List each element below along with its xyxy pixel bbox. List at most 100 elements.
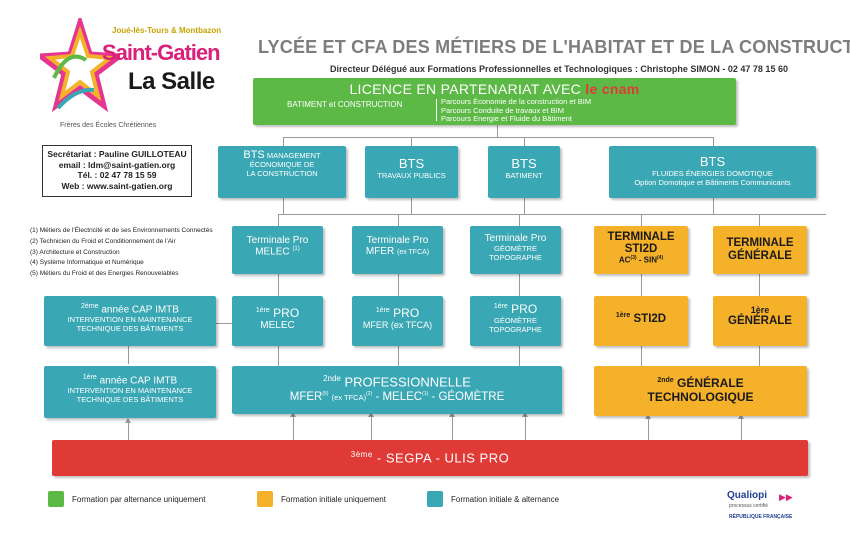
bts-label: BTS [511,156,537,171]
republique-label: RÉPUBLIQUE FRANÇAISE [729,514,793,520]
bts-line: TRAVAUX PUBLICS [377,171,446,180]
premiere-label: GÉNÉRALE [728,315,792,327]
terminale-spec: MELEC [255,246,290,258]
cap-1ere-annee: 1ère année CAP IMTB INTERVENTION EN MAIN… [44,366,216,418]
cap-2eme-annee: 2ème année CAP IMTB INTERVENTION EN MAIN… [44,296,216,346]
premiere-generale: 1ère GÉNÉRALE [713,296,807,346]
premiere-spec: GÉOMÈTRE [494,316,537,325]
bts-batiment: BTS BATIMENT [488,146,560,198]
school-logo: Joué-lès-Tours & Montbazon Saint-Gatien … [40,18,230,129]
premiere-label: PRO [393,306,420,320]
licence-domain: BATIMENT et CONSTRUCTION [287,100,403,109]
legend-swatch-mixte [427,491,443,507]
footnote-5: (5) Métiers du Froid et des Energies Ren… [30,270,179,278]
qualiopi-sub: processus certifié [729,503,768,509]
legend-label-alternance: Formation par alternance uniquement [72,495,206,504]
legend-swatch-alternance [48,491,64,507]
premiere-label: PRO [511,302,538,316]
contact-phone: Tél. : 02 47 78 15 59 [77,170,157,180]
licence-track-1: Parcours Économie de la construction et … [441,97,592,106]
seconde-generale-technologique: 2nde GÉNÉRALE TECHNOLOGIQUE [594,366,807,416]
bts-line: ÉCONOMIQUE DE [249,160,315,169]
premiere-pro-melec: 1ère PRO MELEC [232,296,323,346]
terminale-spec-note: (ex TFCA) [396,249,430,256]
premiere-label: PRO [273,306,300,320]
option-sin: - SIN [636,255,657,265]
qualiopi-name: Qualiopi [727,490,767,501]
year-label: 2nde [657,377,674,384]
terminale-pro-geometre: Terminale Pro GÉOMÈTRE TOPOGRAPHE [470,226,561,274]
seconde-label: PROFESSIONNELLE [344,374,471,390]
premiere-pro-geometre: 1ère PRO GÉOMÈTRE TOPOGRAPHE [470,296,561,346]
year-label: 1ère [82,374,97,381]
bts-line: BATIMENT [505,171,543,180]
logo-name-1: Saint-Gatien [102,40,221,65]
terminale-pro-mfer: Terminale Pro MFER (ex TFCA) [352,226,443,274]
cap-line: INTERVENTION EN MAINTENANCE [67,386,193,396]
terminale-spec: GÉOMÈTRE [494,244,537,253]
year-label: 1ère [615,312,631,319]
terminale-spec: TOPOGRAPHE [489,253,542,262]
premiere-spec: MELEC [260,320,295,331]
terminale-label: Terminale Pro [246,235,309,246]
terminale-label: TERMINALE [726,237,794,249]
spec-geometre: - GÉOMÈTRE [431,391,505,404]
spec-mfer: MFER [289,391,323,404]
footnote-ref: (3) [630,255,637,261]
footnote-ref: (5) [322,391,329,398]
footnote-ref: (1) [422,391,429,398]
bts-travaux-publics: BTS TRAVAUX PUBLICS [365,146,458,198]
bts-line: Option Domotique et Bâtiments Communican… [634,178,791,187]
terminale-sti2d: TERMINALE STI2D AC(3) - SIN(4) [594,226,688,274]
cap-line: INTERVENTION EN MAINTENANCE [67,315,193,325]
premiere-spec: TOPOGRAPHE [489,325,542,334]
licence-box: LICENCE EN PARTENARIAT AVEC le cnam BATI… [253,78,736,125]
terminale-spec: MFER [365,246,395,257]
footnote-ref: (4) [657,255,664,261]
licence-track-2: Parcours Conduite de travaux et BIM [441,105,564,115]
page-title: LYCÉE ET CFA DES MÉTIERS DE L'HABITAT ET… [258,37,850,57]
page-subtitle: Directeur Délégué aux Formations Profess… [330,64,788,74]
year-label: 1ère [750,305,770,315]
bts-management: BTS MANAGEMENT ÉCONOMIQUE DE LA CONSTRUC… [218,146,346,198]
year-label: 2nde [323,374,341,383]
legend-label-initiale: Formation initiale uniquement [281,495,386,504]
contact-web[interactable]: Web : www.saint-gatien.org [61,180,173,191]
contact-box: Secrétariat : Pauline GUILLOTEAU email :… [42,145,192,197]
premiere-spec: MFER (ex TFCA) [362,320,433,330]
base-3eme-segpa-ulis: 3ème - SEGPA - ULIS PRO [52,440,808,476]
contact-secretary: Secrétariat : Pauline GUILLOTEAU [47,149,187,159]
year-label: 1ère [375,307,390,314]
footnote-1: (1) Métiers de l'Électricité et de ses E… [30,227,213,234]
cap-line: TECHNIQUE DES BÂTIMENTS [76,395,184,405]
footnote-ref: (1) [292,246,300,252]
cap-line: TECHNIQUE DES BÂTIMENTS [76,324,184,334]
footnote-ref: (2) [366,391,373,398]
cap-title: année CAP IMTB [101,304,179,316]
legend-swatch-initiale [257,491,273,507]
year-label: 1ère [493,303,508,310]
cap-title: année CAP IMTB [99,375,178,387]
spec-mfer-note: (ex TFCA) [331,393,367,403]
terminale-spec: GÉNÉRALE [728,250,792,262]
premiere-label: STI2D [633,312,667,325]
contact-email[interactable]: email : ldm@saint-gatien.org [58,159,176,170]
footnotes: (1) Métiers de l'Électricité et de ses E… [30,226,213,280]
base-label: - SEGPA - ULIS PRO [376,450,510,466]
terminale-spec: STI2D [624,243,658,255]
bts-label: BTS [398,156,425,171]
footnote-2: (2) Technicien du Froid et Conditionneme… [30,237,176,245]
seconde-label: GÉNÉRALE [677,376,744,390]
star-logo-icon [40,18,120,113]
premiere-sti2d: 1ère STI2D [594,296,688,346]
licence-track-3: Parcours Energie et Fluide du Bâtiment [441,114,572,123]
terminale-label: Terminale Pro [484,233,547,244]
terminale-generale: TERMINALE GÉNÉRALE [713,226,807,274]
terminale-label: TERMINALE [607,231,675,243]
terminale-pro-melec: Terminale Pro MELEC (1) [232,226,323,274]
spec-melec: - MELEC [375,391,423,404]
option-ac: AC [618,255,631,265]
terminale-label: Terminale Pro [366,235,429,246]
legend-label-mixte: Formation initiale & alternance [451,495,560,504]
logo-location: Joué-lès-Tours & Montbazon [112,26,222,35]
